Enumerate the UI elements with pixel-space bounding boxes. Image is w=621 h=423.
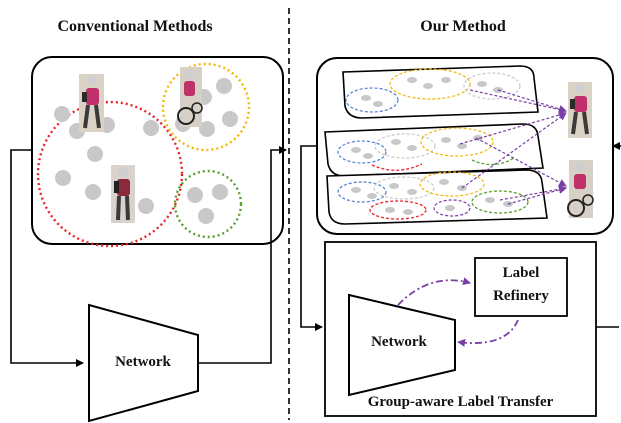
sample-dot [85, 184, 101, 200]
cluster-red [36, 100, 184, 248]
right-network-label: Network [371, 334, 427, 350]
right-panel-title: Our Method [420, 18, 506, 35]
person-thumbnail-walking [79, 74, 104, 132]
feature-layer-front [326, 169, 548, 225]
layer-stack [324, 65, 548, 225]
person-thumbnail-cyclist-right [567, 160, 594, 218]
sample-dot [138, 198, 154, 214]
sample-dot [216, 78, 232, 94]
sample-dot [198, 208, 214, 224]
sample-dot [55, 170, 71, 186]
sample-dot [222, 111, 238, 127]
transfer-arrows [459, 89, 567, 205]
left-network-label: Network [115, 354, 171, 370]
label-refinery-label-line1: Label [502, 265, 540, 281]
left-panel-title: Conventional Methods [57, 18, 213, 35]
sample-dot [54, 106, 70, 122]
sample-dot [87, 146, 103, 162]
sample-dot [199, 121, 215, 137]
feature-layer-middle [324, 123, 544, 177]
feature-layer-back [342, 65, 539, 119]
refinery-to-network-arrow [457, 319, 519, 347]
person-thumbnail-cyclist [177, 67, 203, 127]
label-refinery-box [474, 257, 568, 317]
left-feature-space-box [31, 56, 284, 245]
cluster-yellow [161, 62, 251, 152]
sample-dot [212, 184, 228, 200]
person-thumbnail-walking-right [568, 82, 592, 138]
cluster-green [173, 169, 243, 239]
network-to-refinery-arrow [397, 277, 471, 306]
left-network-block [88, 303, 199, 423]
group-aware-caption: Group-aware Label Transfer [367, 394, 554, 410]
label-refinery-label-line2: Refinery [493, 288, 549, 304]
person-thumbnail-backpack [111, 165, 135, 223]
left-input-wire [10, 149, 84, 367]
right-network-block [348, 293, 456, 397]
left-output-wire [198, 146, 287, 364]
right-input-wire [300, 145, 323, 331]
sample-dot [143, 120, 159, 136]
sample-dot [187, 187, 203, 203]
